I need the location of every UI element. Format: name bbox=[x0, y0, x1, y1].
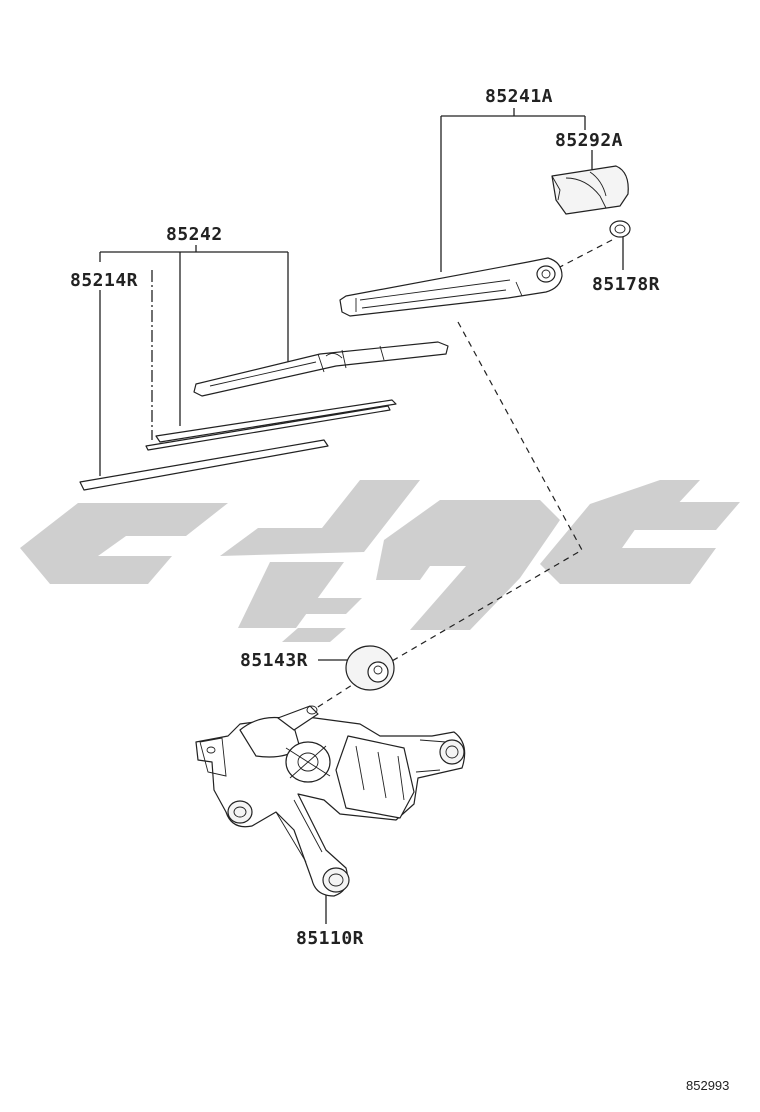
wiper-arm-illustration bbox=[339, 257, 563, 317]
watermark-logo bbox=[20, 480, 740, 642]
assembly-dashed-lines bbox=[309, 239, 613, 713]
leader-lines bbox=[99, 108, 624, 924]
label-85110R: 85110R bbox=[296, 928, 364, 949]
figure-id: 852993 bbox=[686, 1078, 729, 1093]
label-85242: 85242 bbox=[166, 224, 223, 245]
wiper-blade-illustration bbox=[193, 341, 449, 397]
nut-illustration bbox=[609, 220, 631, 238]
blade-rubber-illustration bbox=[79, 399, 397, 491]
label-85241A: 85241A bbox=[485, 86, 553, 107]
wiper-motor-illustration bbox=[195, 705, 466, 897]
label-85292A: 85292A bbox=[555, 130, 623, 151]
label-85143R: 85143R bbox=[240, 650, 308, 671]
arm-cover-illustration bbox=[551, 165, 629, 215]
label-85214R: 85214R bbox=[70, 270, 138, 291]
label-85178R: 85178R bbox=[592, 274, 660, 295]
pivot-cap-illustration bbox=[345, 645, 395, 691]
